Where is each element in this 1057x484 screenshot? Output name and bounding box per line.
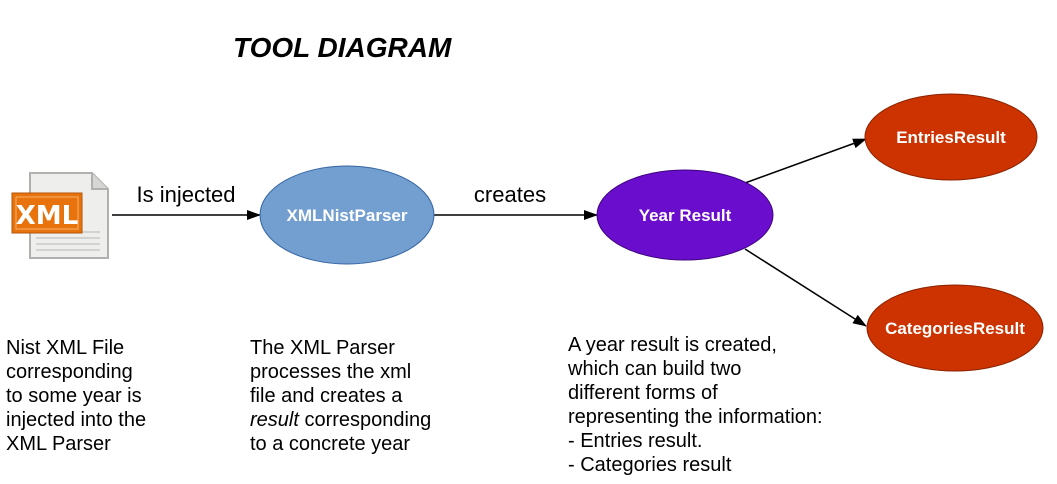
node-year-result-label: Year Result	[639, 206, 732, 225]
node-categories-result: CategoriesResult	[866, 284, 1044, 372]
caption-line: injected into the	[6, 409, 147, 431]
caption-line: result corresponding	[250, 408, 431, 432]
node-entries-result-label: EntriesResult	[896, 128, 1006, 147]
node-categories-result-label: CategoriesResult	[885, 319, 1025, 338]
caption-line: - Entries result.	[568, 430, 703, 452]
caption-line: file and creates a	[250, 385, 403, 407]
node-entries-result: EntriesResult	[864, 93, 1038, 181]
caption-line: The XML Parser	[250, 337, 395, 359]
diagram-title: TOOL DIAGRAM	[233, 32, 452, 63]
xml-icon-text: XML	[16, 201, 79, 231]
caption-xml-file: Nist XML File corresponding to some year…	[6, 336, 146, 456]
xml-file-icon: XML	[11, 172, 109, 259]
edge-entries-arrow	[744, 138, 867, 184]
caption-line: to some year is	[6, 385, 142, 407]
node-year-result: Year Result	[596, 169, 774, 261]
caption-line: to a concrete year	[250, 433, 411, 455]
caption-line: - Categories result	[568, 454, 732, 476]
caption-year-result: A year result is created, which can buil…	[568, 333, 823, 477]
caption-emphasis: result	[250, 409, 299, 431]
caption-line: A year result is created,	[568, 334, 777, 356]
caption-line: processes the xml	[250, 361, 412, 383]
caption-line: different forms of	[568, 382, 718, 404]
caption-line: XML Parser	[6, 433, 111, 455]
node-xmlnistparser: XMLNistParser	[259, 165, 435, 265]
node-xmlnistparser-label: XMLNistParser	[287, 206, 408, 225]
caption-line: representing the information:	[568, 406, 823, 428]
caption-line: Nist XML File	[6, 337, 125, 359]
edge-categories-arrow	[744, 248, 867, 327]
caption-parser: The XML Parser processes the xml file an…	[250, 336, 431, 456]
caption-line-rest: corresponding	[298, 409, 432, 431]
caption-line: which can build two	[568, 358, 742, 380]
edge-label-injected: Is injected	[136, 182, 235, 207]
edge-label-creates: creates	[474, 182, 546, 207]
caption-line: corresponding	[6, 361, 133, 383]
